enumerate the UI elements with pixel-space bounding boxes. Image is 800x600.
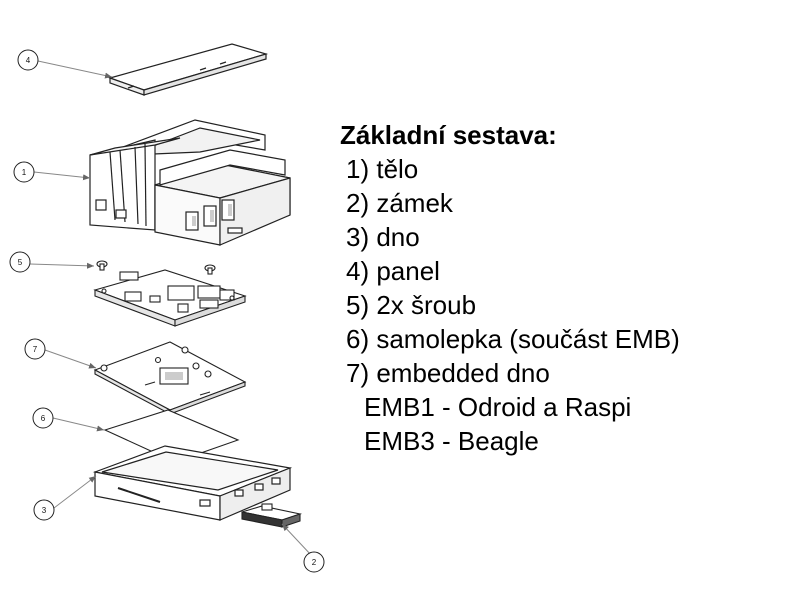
callout-5: 5 bbox=[9, 251, 31, 273]
legend-subitem: EMB3 - Beagle bbox=[364, 426, 539, 456]
legend-item: 6) samolepka (součást EMB) bbox=[346, 324, 680, 354]
callout-1-label: 1 bbox=[22, 168, 27, 177]
pcb-board-drawing bbox=[93, 269, 247, 327]
callout-3: 3 bbox=[33, 499, 55, 521]
leader-3 bbox=[53, 475, 97, 509]
legend-subitem: EMB1 - Odroid a Raspi bbox=[364, 392, 632, 422]
callout-3-label: 3 bbox=[42, 506, 47, 515]
legend-item: 4) panel bbox=[346, 256, 440, 286]
callout-7: 7 bbox=[24, 338, 46, 360]
callout-2-label: 2 bbox=[312, 558, 317, 567]
part-screws-drawing bbox=[96, 260, 216, 275]
legend-title: Základní sestava: bbox=[340, 120, 557, 150]
callout-7-label: 7 bbox=[33, 345, 38, 354]
callout-6-label: 6 bbox=[41, 414, 46, 423]
callout-2: 2 bbox=[303, 551, 325, 573]
part-embedded-plate-drawing bbox=[93, 341, 247, 415]
parts-legend: Základní sestava: 1) tělo 2) zámek 3) dn… bbox=[340, 118, 790, 458]
legend-list: 1) tělo 2) zámek 3) dno 4) panel 5) 2x š… bbox=[340, 152, 790, 458]
callout-5-label: 5 bbox=[18, 258, 23, 267]
leader-7 bbox=[44, 349, 97, 369]
legend-item: 3) dno bbox=[346, 222, 420, 252]
legend-item: 7) embedded dno bbox=[346, 358, 550, 388]
legend-item: 1) tělo bbox=[346, 154, 419, 184]
part-panel-drawing bbox=[108, 43, 269, 96]
callout-4: 4 bbox=[17, 49, 39, 71]
leader-2 bbox=[281, 523, 313, 557]
part-lock-drawing bbox=[241, 503, 303, 528]
callout-4-label: 4 bbox=[26, 56, 31, 65]
leader-lines bbox=[29, 60, 313, 557]
leader-5 bbox=[29, 262, 95, 269]
legend-item: 5) 2x šroub bbox=[346, 290, 477, 320]
leader-1 bbox=[33, 171, 91, 181]
part-body-drawing bbox=[89, 119, 291, 246]
part-bottom-tray-drawing bbox=[92, 445, 293, 521]
legend-item: 2) zámek bbox=[346, 188, 453, 218]
leader-4 bbox=[37, 60, 113, 79]
leader-6 bbox=[52, 417, 105, 432]
callout-6: 6 bbox=[32, 407, 54, 429]
callout-1: 1 bbox=[13, 161, 35, 183]
